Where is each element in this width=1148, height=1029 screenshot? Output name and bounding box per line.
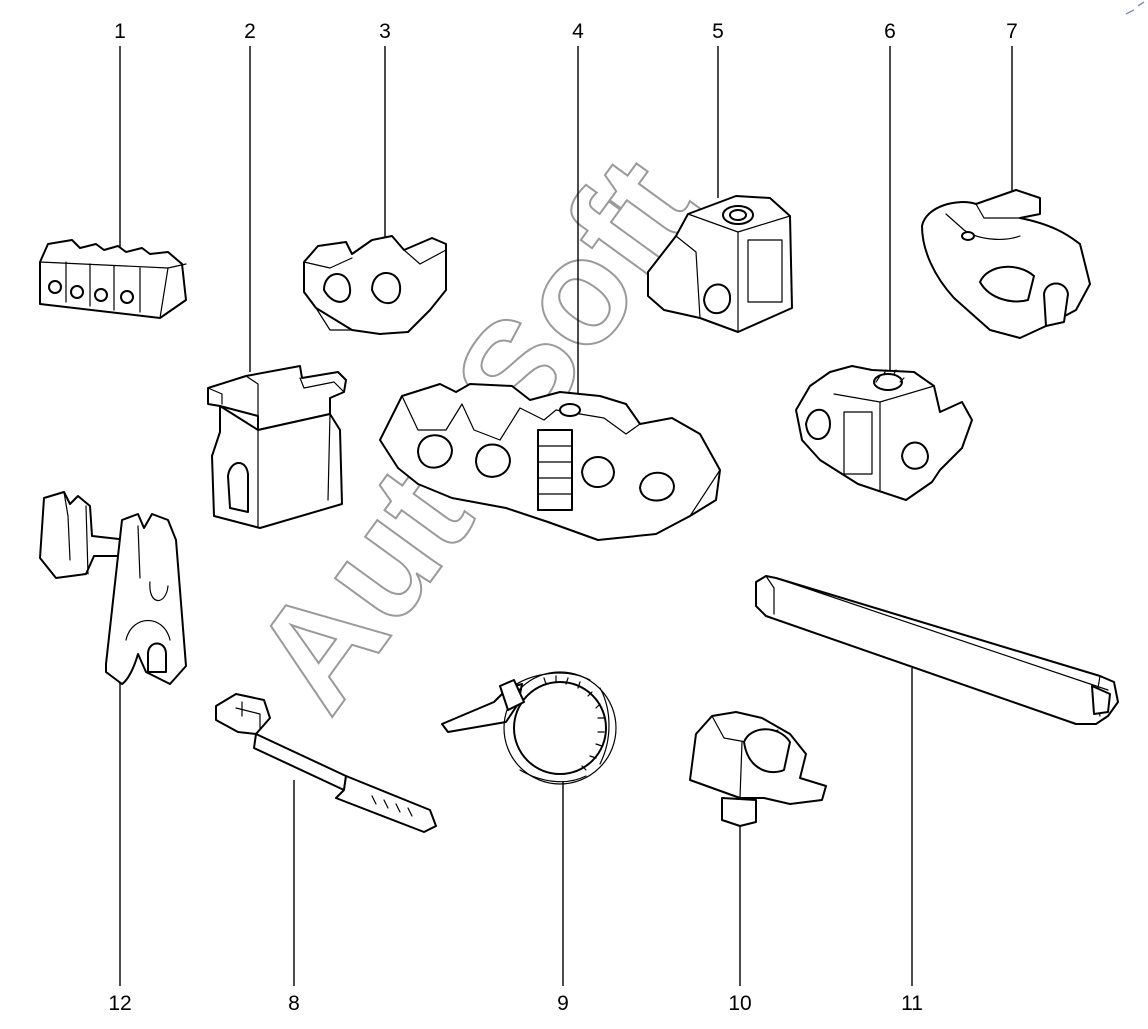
callout-6: 6	[884, 20, 896, 43]
callout-1: 1	[114, 20, 126, 43]
callout-8: 8	[288, 992, 300, 1015]
leader-lines	[119, 46, 1013, 986]
part-6-spline-clip	[795, 365, 973, 501]
callout-2: 2	[244, 20, 256, 43]
callout-9: 9	[557, 992, 569, 1015]
callout-3: 3	[379, 20, 391, 43]
part-3-twin-clip	[303, 235, 447, 335]
part-9-band-clamp	[441, 671, 617, 785]
callout-5: 5	[712, 20, 724, 43]
corner-mark	[1125, 1, 1145, 15]
callout-7: 7	[1006, 20, 1018, 43]
part-10-push-clip	[689, 711, 827, 827]
part-12-fork-clip	[39, 491, 187, 685]
part-5-square-clip	[647, 195, 793, 333]
part-7-ring-clip	[921, 189, 1091, 339]
part-11-edge-trim	[755, 575, 1119, 725]
part-2-clip	[207, 365, 347, 529]
callout-4: 4	[572, 20, 584, 43]
callout-12: 12	[108, 992, 132, 1015]
part-4-multi-clip	[379, 383, 721, 541]
part-1-pipe-holder-block	[39, 239, 187, 319]
callout-10: 10	[728, 992, 752, 1015]
callout-11: 11	[901, 992, 923, 1015]
part-8-cable-tie	[215, 693, 437, 833]
